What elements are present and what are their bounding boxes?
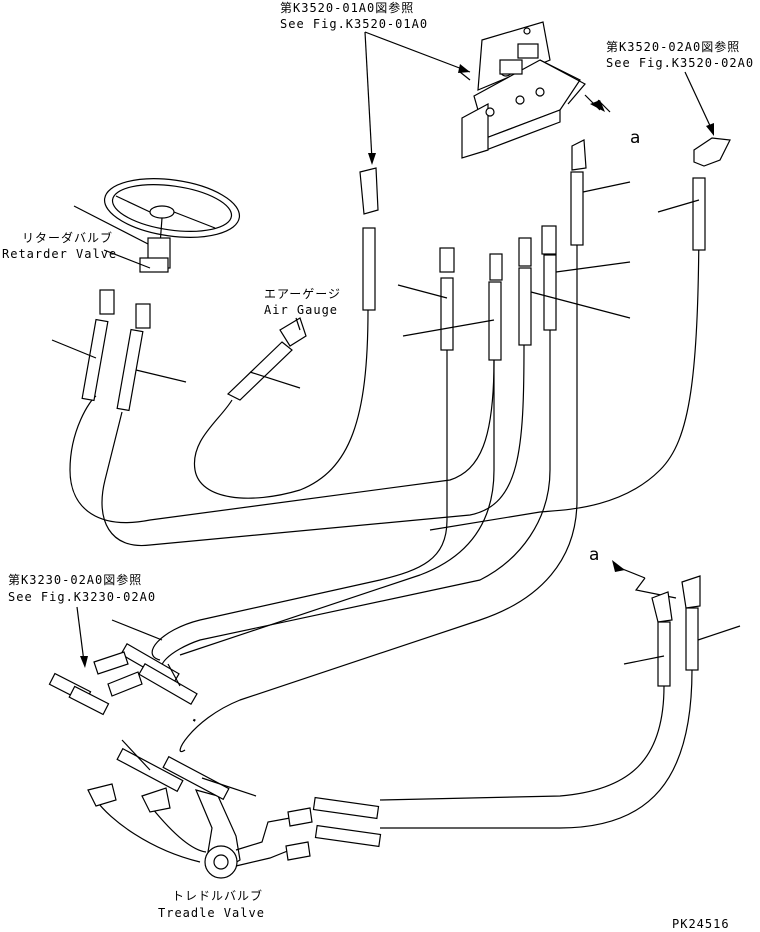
retarder-valve-label: リターダバルブ Retarder Valve bbox=[2, 230, 117, 261]
reference-arrows bbox=[76, 31, 714, 668]
svg-text:リターダバルブ: リターダバルブ bbox=[22, 230, 113, 245]
leader-lines bbox=[51, 71, 741, 797]
callout-a-bottom: a bbox=[589, 545, 599, 565]
manifold-bracket bbox=[461, 21, 586, 159]
fittings bbox=[87, 137, 731, 861]
svg-text:Air Gauge: Air Gauge bbox=[264, 303, 338, 317]
svg-text:Retarder Valve: Retarder Valve bbox=[2, 247, 117, 261]
svg-text:トレドルバルブ: トレドルバルブ bbox=[172, 888, 263, 903]
hose-runs bbox=[69, 204, 700, 867]
svg-text:See Fig.K3520-01A0: See Fig.K3520-01A0 bbox=[280, 17, 428, 31]
treadle-valve bbox=[194, 789, 241, 879]
svg-text:第K3520-02A0図参照: 第K3520-02A0図参照 bbox=[606, 39, 740, 54]
callout-a-top: a bbox=[630, 128, 640, 148]
ref-label-top-right: 第K3520-02A0図参照 See Fig.K3520-02A0 bbox=[606, 39, 754, 70]
treadle-valve-label: トレドルバルブ Treadle Valve bbox=[158, 888, 265, 920]
ref-label-top-center: 第K3520-01A0図参照 See Fig.K3520-01A0 bbox=[280, 0, 428, 31]
svg-text:Treadle Valve: Treadle Valve bbox=[158, 906, 265, 920]
air-gauge bbox=[226, 317, 307, 401]
svg-text:See Fig.K3230-02A0: See Fig.K3230-02A0 bbox=[8, 590, 156, 604]
ref-label-left: 第K3230-02A0図参照 See Fig.K3230-02A0 bbox=[8, 572, 156, 604]
svg-text:第K3230-02A0図参照: 第K3230-02A0図参照 bbox=[8, 572, 142, 587]
air-gauge-label: エアーゲージ Air Gauge bbox=[264, 287, 341, 317]
hose-segments bbox=[48, 171, 706, 848]
svg-text:第K3520-01A0図参照: 第K3520-01A0図参照 bbox=[280, 0, 414, 15]
drawing-code: PK24516 bbox=[672, 917, 730, 931]
svg-text:エアーゲージ: エアーゲージ bbox=[264, 287, 341, 301]
svg-text:See Fig.K3520-02A0: See Fig.K3520-02A0 bbox=[606, 56, 754, 70]
steering-wheel bbox=[73, 178, 241, 273]
